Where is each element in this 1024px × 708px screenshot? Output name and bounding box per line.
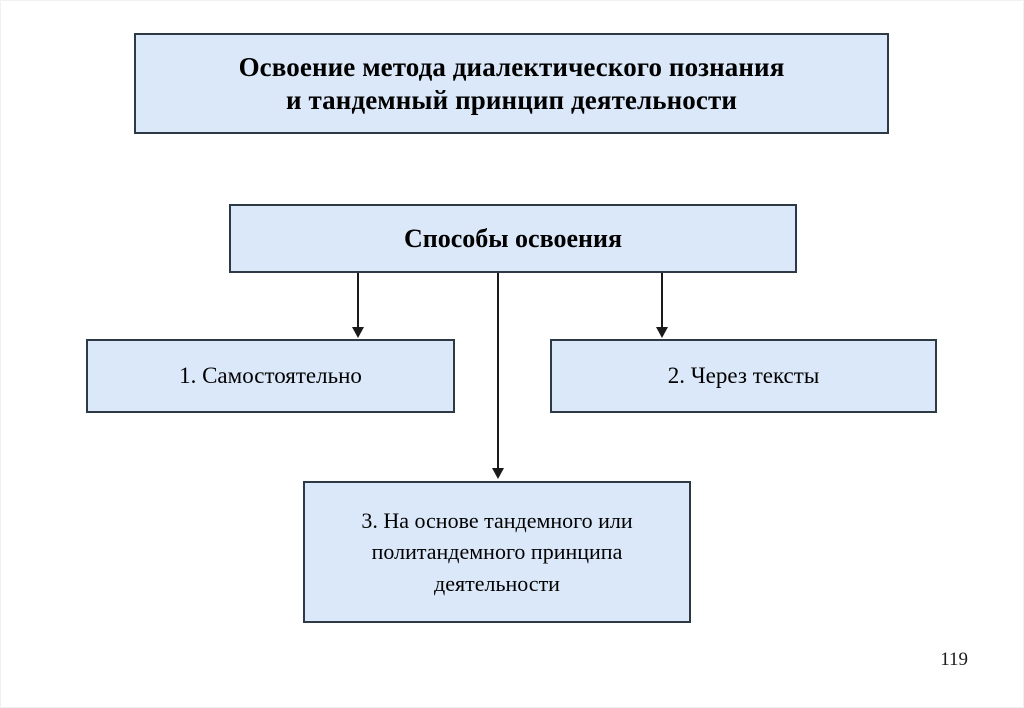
- methods-box: Способы освоения: [229, 204, 797, 273]
- arrow-head-icon: [492, 468, 504, 479]
- arrow-shaft: [497, 273, 499, 470]
- arrow-head-icon: [352, 327, 364, 338]
- option-box-2: 2. Через тексты: [550, 339, 937, 413]
- title-text: Освоение метода диалектического познания…: [146, 51, 877, 117]
- option-box-1: 1. Самостоятельно: [86, 339, 455, 413]
- option-3-line-1: 3. На основе тандемного или: [361, 508, 633, 534]
- title-line-2: и тандемный принцип деятельности: [285, 84, 738, 115]
- option-3-line-3: деятельности: [434, 570, 560, 596]
- option-box-3: 3. На основе тандемного или политандемно…: [303, 481, 691, 623]
- page-number: 119: [940, 649, 968, 670]
- arrow-shaft: [357, 273, 359, 329]
- methods-box-label: Способы освоения: [403, 223, 623, 253]
- arrow-head-icon: [656, 327, 668, 338]
- option-2-label: 2. Через тексты: [667, 362, 820, 388]
- option-3-label: 3. На основе тандемного или политандемно…: [315, 505, 679, 599]
- title-line-1: Освоение метода диалектического познания: [238, 51, 785, 82]
- option-3-line-2: политандемного принципа: [371, 539, 623, 565]
- title-box: Освоение метода диалектического познания…: [134, 33, 889, 134]
- arrow-shaft: [661, 273, 663, 329]
- option-1-label: 1. Самостоятельно: [179, 362, 362, 388]
